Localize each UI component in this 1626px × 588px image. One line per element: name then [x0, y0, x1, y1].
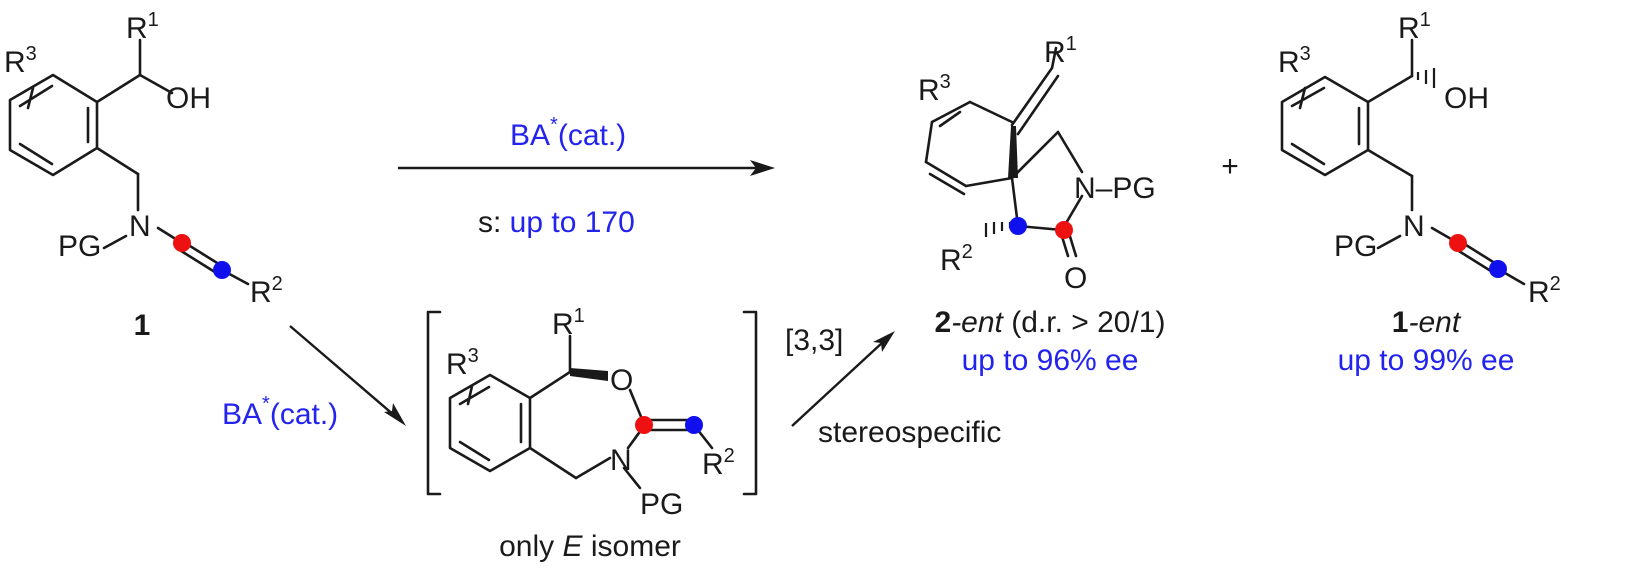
intermediate-brackets	[426, 310, 758, 496]
product-n-pg-label: N–PG	[1074, 172, 1156, 205]
intermediate-o-label: O	[610, 364, 633, 397]
product-2-caption: 2-ent (d.r. > 20/1)	[935, 306, 1166, 339]
product-2-ee: up to 96% ee	[962, 344, 1139, 377]
compound-1-ent-caption: 1-ent	[1392, 306, 1462, 339]
product-o-label: O	[1064, 262, 1087, 295]
compound-1-ent-structure	[1280, 38, 1526, 286]
r3-label: R3	[4, 43, 37, 79]
top-reaction-arrow	[398, 160, 775, 176]
red-carbon-dot	[173, 234, 191, 252]
red-carbon-dot	[1449, 234, 1467, 252]
selectivity-label: s: up to 170	[478, 206, 635, 239]
intermediate-caption: only E isomer	[499, 530, 681, 563]
blue-carbon-dot	[1009, 217, 1027, 235]
blue-carbon-dot	[1489, 260, 1507, 278]
top-reagent-label: BA*(cat.)	[510, 114, 626, 152]
plus-sign: +	[1221, 150, 1239, 183]
product-r1-label: R1	[1044, 33, 1077, 69]
rearrangement-arrow	[791, 331, 895, 427]
red-carbon-dot	[635, 416, 653, 434]
blue-carbon-dot	[685, 416, 703, 434]
n-label: N	[129, 210, 151, 243]
intermediate-r3-label: R3	[446, 345, 479, 381]
rearrangement-label: [3,3]	[785, 324, 843, 357]
oh-label: OH	[166, 82, 211, 115]
compound-1-ent-ee: up to 99% ee	[1338, 344, 1515, 377]
ent-pg-label: PG	[1334, 230, 1377, 263]
r1-label: R1	[126, 9, 159, 45]
ent-n-label: N	[1403, 210, 1425, 243]
intermediate-pg-label: PG	[640, 488, 683, 521]
lower-reagent-label: BA*(cat.)	[222, 393, 338, 431]
intermediate-r2-label: R2	[702, 445, 735, 481]
ent-r3-label: R3	[1278, 43, 1311, 79]
product-2-structure	[924, 46, 1084, 258]
compound-1-structure	[8, 38, 250, 286]
blue-carbon-dot	[213, 261, 231, 279]
intermediate-n-label: N	[610, 444, 632, 477]
ent-oh-label: OH	[1444, 82, 1489, 115]
pg-label: PG	[58, 230, 101, 263]
lower-reaction-arrow	[289, 325, 406, 426]
red-carbon-dot	[1055, 221, 1073, 239]
stereospecific-label: stereospecific	[818, 416, 1001, 449]
intermediate-structure	[448, 334, 714, 490]
product-r2-label: R2	[940, 241, 973, 277]
r2-label: R2	[250, 273, 283, 309]
product-r3-label: R3	[918, 71, 951, 107]
compound-1-number: 1	[134, 309, 151, 342]
ent-r2-label: R2	[1528, 273, 1561, 309]
ent-r1-label: R1	[1398, 9, 1431, 45]
intermediate-r1-label: R1	[552, 305, 585, 341]
